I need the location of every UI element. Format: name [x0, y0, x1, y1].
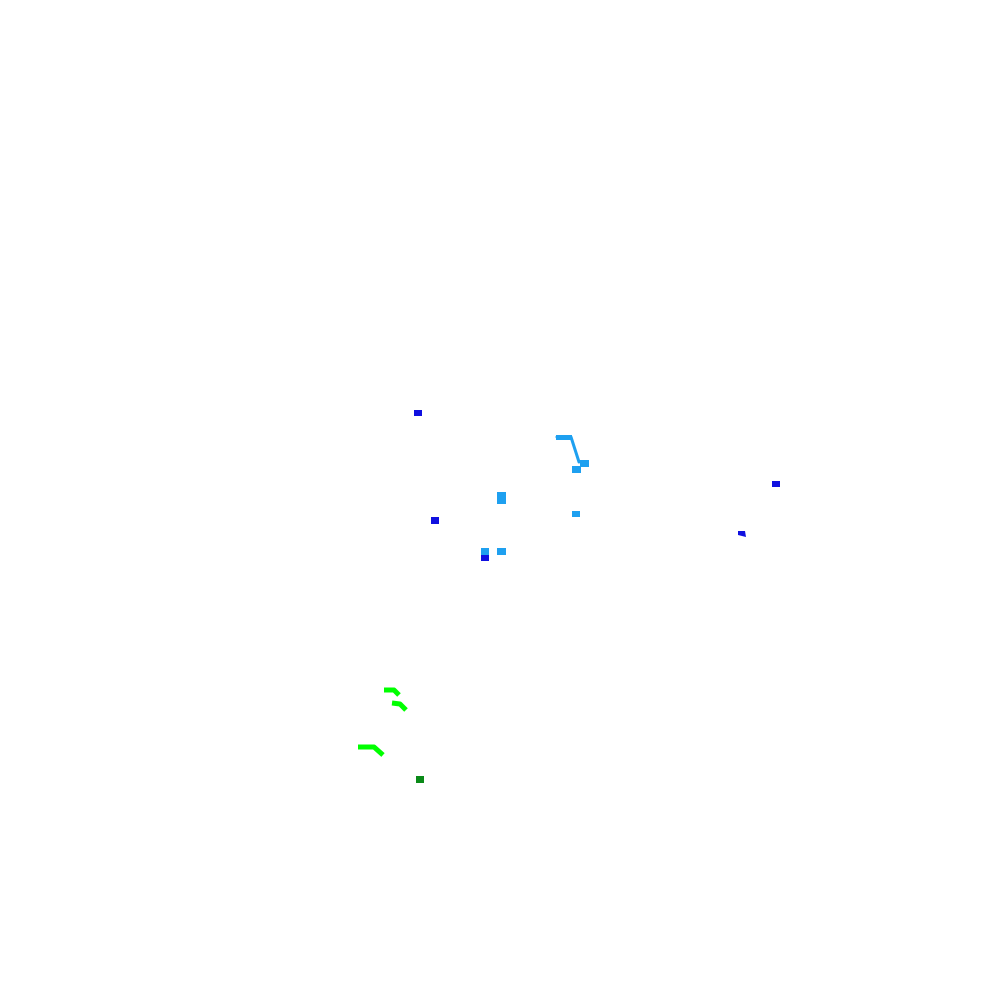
dark-blue-mark [481, 554, 489, 561]
light-blue-mark [481, 548, 489, 555]
light-blue-mark [497, 492, 506, 504]
green-stroke [384, 687, 401, 697]
dark-green-mark [416, 776, 424, 783]
light-blue-mark [572, 511, 580, 517]
light-blue-mark [497, 548, 506, 555]
green-stroke [358, 744, 385, 757]
light-blue-mark [580, 460, 589, 467]
dark-blue-mark [772, 481, 780, 487]
dark-blue-mark [414, 410, 422, 416]
green-stroke [391, 700, 408, 712]
dark-blue-mark [431, 517, 439, 524]
light-blue-mark [572, 466, 581, 473]
dark-blue-mark [738, 531, 746, 537]
light-blue-mark [556, 435, 572, 440]
